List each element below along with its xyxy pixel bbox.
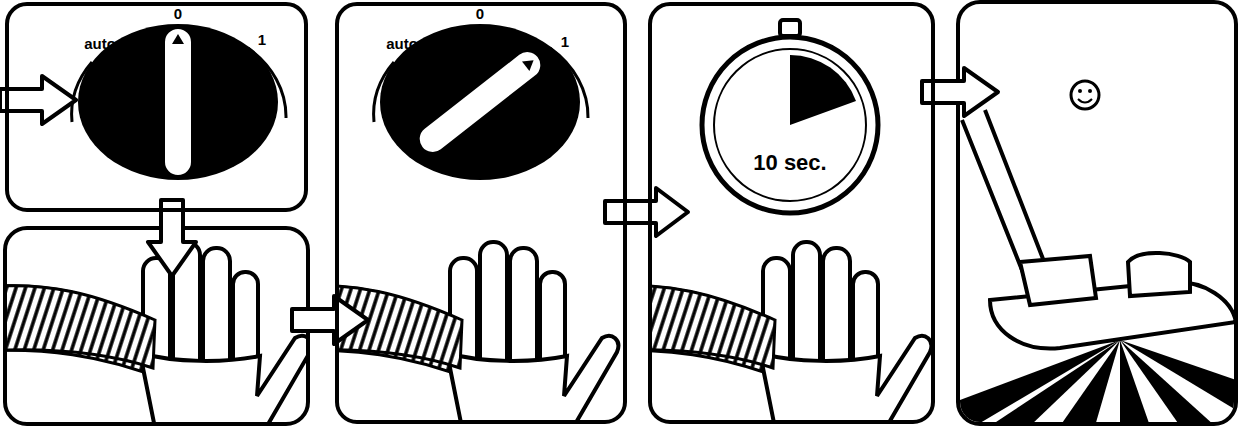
smiley: [1071, 81, 1099, 109]
switch-label: 1: [561, 34, 569, 49]
stopwatch: [702, 20, 878, 213]
hand-hose: [337, 242, 618, 422]
timer-label: 10 sec.: [753, 152, 826, 174]
vacuum-cleaner: [960, 110, 1234, 422]
flow-arrow: [0, 76, 76, 124]
switch-label: auto: [386, 36, 418, 51]
switch-label: 0: [476, 6, 484, 21]
switch-label: auto: [84, 36, 116, 51]
flow-arrow: [605, 188, 688, 236]
panel: auto 0 1: [5, 2, 308, 212]
dial-switch: [72, 24, 286, 180]
hand-hose: [7, 242, 306, 422]
panel: auto 0 1: [335, 2, 627, 424]
flow-arrow: [292, 296, 368, 344]
panel: 10 sec.: [648, 2, 935, 424]
switch-label: 1: [258, 32, 266, 47]
dial-switch: [374, 24, 588, 180]
switch-label: 0: [174, 6, 182, 21]
hand-hose: [650, 242, 931, 422]
